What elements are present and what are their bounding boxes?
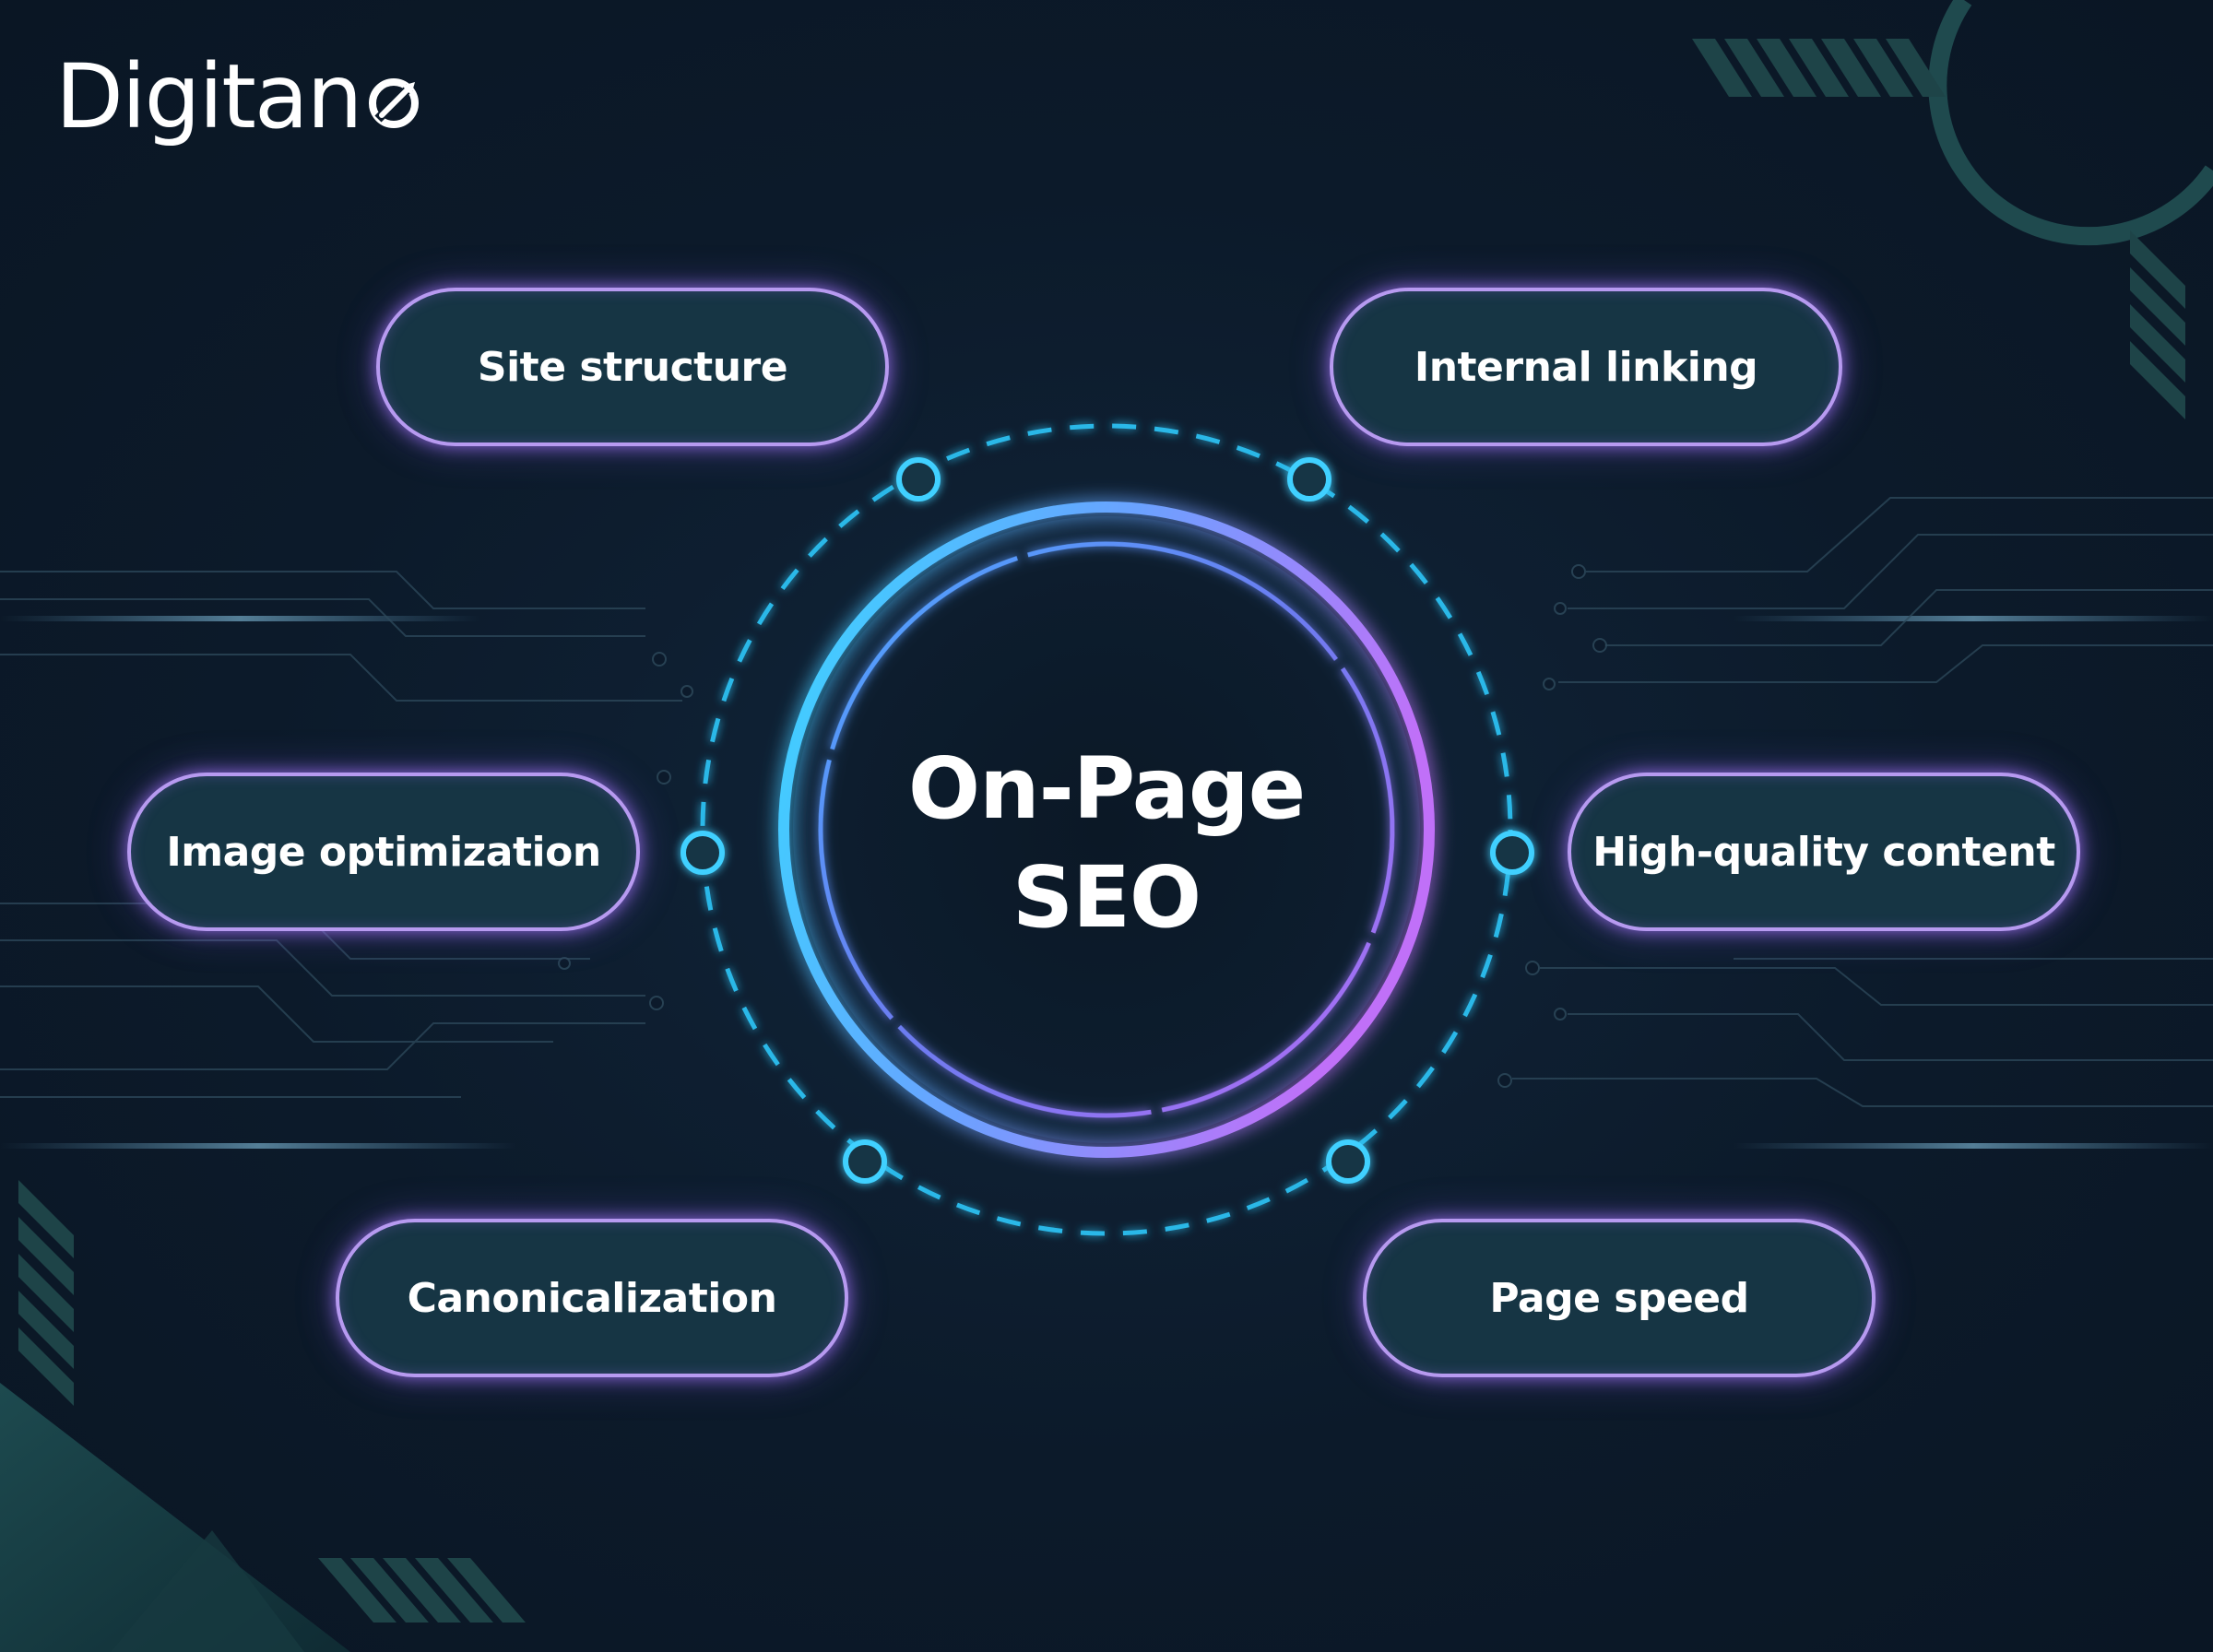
topic-pill-site-structure[interactable]: Site structure xyxy=(376,288,889,446)
center-title: On-Page SEO xyxy=(830,733,1383,954)
topic-pill-canonicalization[interactable]: Canonicalization xyxy=(336,1219,848,1377)
topic-label: Canonicalization xyxy=(407,1274,777,1322)
topic-pill-image-optimization[interactable]: Image optimization xyxy=(127,773,640,931)
light-beam xyxy=(1734,616,2213,621)
orbit-node xyxy=(1490,831,1534,875)
brand-logo[interactable]: Digitan xyxy=(55,41,422,152)
topic-label: Internal linking xyxy=(1414,343,1758,391)
orbit-node xyxy=(1326,1139,1370,1184)
topic-pill-high-quality-content[interactable]: High-quality content xyxy=(1568,773,2080,931)
topic-label: Site structure xyxy=(477,343,788,391)
circuit-lines-right xyxy=(1512,497,2213,1107)
core-disc xyxy=(793,516,1420,1143)
dashed-orbit-ring xyxy=(700,423,1513,1236)
center-title-text: On-Page SEO xyxy=(907,739,1306,947)
topic-pill-internal-linking[interactable]: Internal linking xyxy=(1330,288,1842,446)
orbit-node xyxy=(896,457,941,502)
orbit-nodes xyxy=(680,457,1534,1184)
outer-glow-ring xyxy=(778,502,1435,1158)
light-beam xyxy=(1734,1143,2213,1149)
light-beam xyxy=(0,616,479,621)
hatch-top-right xyxy=(1692,39,1946,97)
orbit-node xyxy=(843,1139,887,1184)
hatch-left xyxy=(18,1180,74,1406)
circuit-nodes-left xyxy=(558,652,693,1010)
orbit-node xyxy=(1287,457,1331,502)
topic-label: Page speed xyxy=(1489,1274,1749,1322)
hatch-right xyxy=(2130,230,2185,419)
rocket-circle-icon xyxy=(368,78,419,128)
circuit-nodes-right xyxy=(1497,564,1607,1088)
brand-wordmark: Digitan xyxy=(55,45,363,148)
corner-shape xyxy=(0,1383,350,1652)
inner-segmented-ring xyxy=(818,541,1395,1118)
corner-arc xyxy=(1928,0,2213,246)
orbit-node xyxy=(680,831,725,875)
corner-shape xyxy=(111,1530,304,1652)
light-beam xyxy=(0,1143,516,1149)
hatch-bottom xyxy=(318,1558,526,1622)
topic-pill-page-speed[interactable]: Page speed xyxy=(1363,1219,1876,1377)
topic-label: High-quality content xyxy=(1592,828,2055,876)
topic-label: Image optimization xyxy=(166,828,601,876)
